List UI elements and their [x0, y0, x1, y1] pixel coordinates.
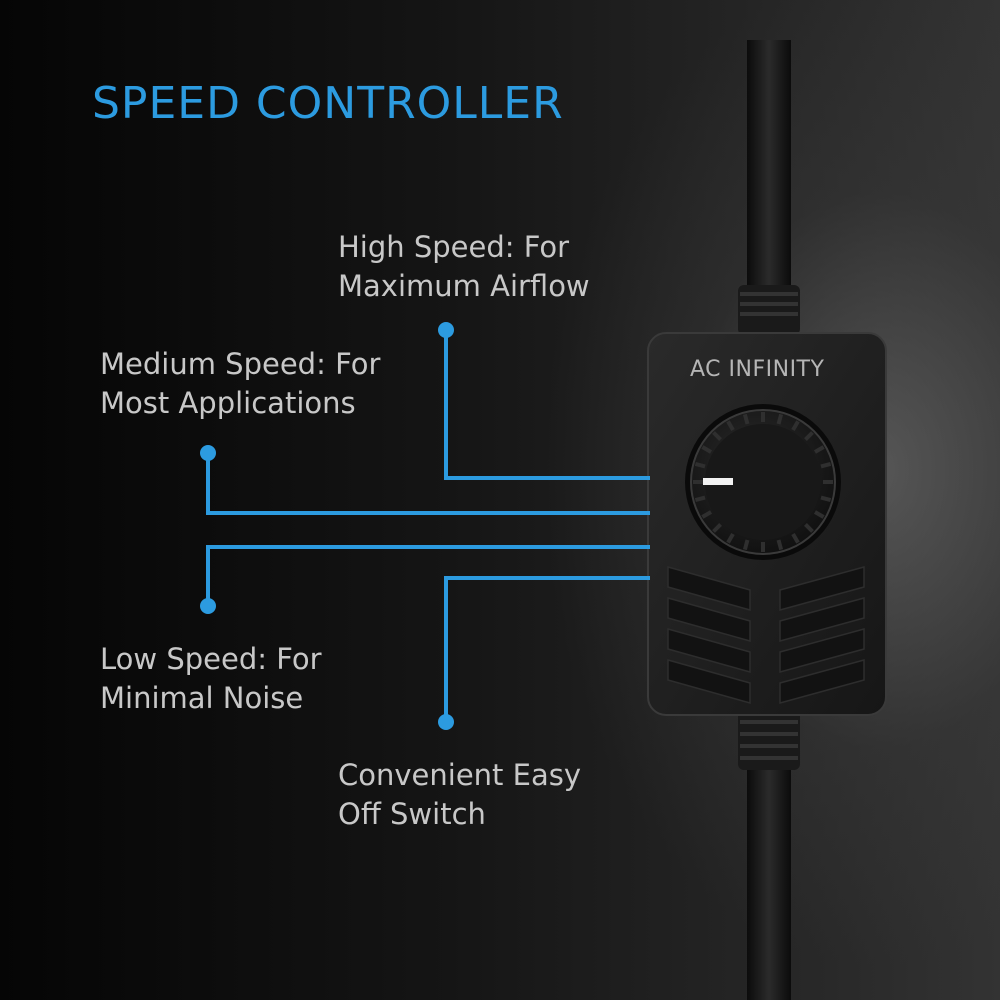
callout-medium-line1: Medium Speed: For [100, 347, 381, 381]
knob-ridge [804, 431, 814, 441]
knob-ridge [742, 539, 750, 551]
callout-high-speed: High Speed: For Maximum Airflow [338, 228, 590, 306]
medium-speed-leader [206, 453, 650, 515]
knob-ridge [726, 532, 735, 544]
callout-low-line2: Minimal Noise [100, 681, 304, 715]
knob-ridge [776, 413, 784, 425]
callout-off-line1: Convenient Easy [338, 758, 581, 792]
knob-ridge [820, 461, 832, 469]
high-speed-leader [444, 330, 650, 480]
knob-ridge [813, 445, 825, 454]
knob-ridge [701, 510, 713, 519]
power-cord-top [747, 40, 791, 300]
knob-ridge [694, 461, 706, 469]
speed-knob [685, 404, 841, 560]
medium-speed-dot [200, 445, 216, 461]
callout-low-speed: Low Speed: For Minimal Noise [100, 640, 322, 718]
knob-ridge [712, 431, 722, 441]
knob-ridge [712, 523, 722, 533]
page-title: SPEED CONTROLLER [92, 78, 564, 129]
low-speed-dot [200, 598, 216, 614]
off-switch-leader [444, 576, 650, 722]
strain-relief-bottom [738, 700, 800, 770]
knob-ridge [820, 495, 832, 503]
strain-relief-top [738, 285, 800, 335]
knob-ridge [776, 539, 784, 551]
grip-ridges [667, 566, 865, 704]
knob-ridge [813, 510, 825, 519]
knob-ridge [701, 445, 713, 454]
callout-medium-speed: Medium Speed: For Most Applications [100, 345, 380, 423]
callout-medium-line2: Most Applications [100, 386, 356, 420]
knob-indicator [703, 478, 733, 485]
knob-ridge [694, 495, 706, 503]
knob-ridge [726, 420, 735, 432]
knob-ridge [791, 420, 800, 432]
off-switch-dot [438, 714, 454, 730]
brand-label: AC INFINITY [690, 357, 825, 382]
callout-high-line2: Maximum Airflow [338, 269, 590, 303]
low-speed-leader [206, 545, 650, 606]
knob-ridge [804, 523, 814, 533]
knob-ridge [791, 532, 800, 544]
callout-off-line2: Off Switch [338, 797, 486, 831]
callout-low-line1: Low Speed: For [100, 642, 322, 676]
high-speed-dot [438, 322, 454, 338]
callout-off-switch: Convenient Easy Off Switch [338, 756, 581, 834]
callout-high-line1: High Speed: For [338, 230, 570, 264]
knob-ridge [742, 413, 750, 425]
